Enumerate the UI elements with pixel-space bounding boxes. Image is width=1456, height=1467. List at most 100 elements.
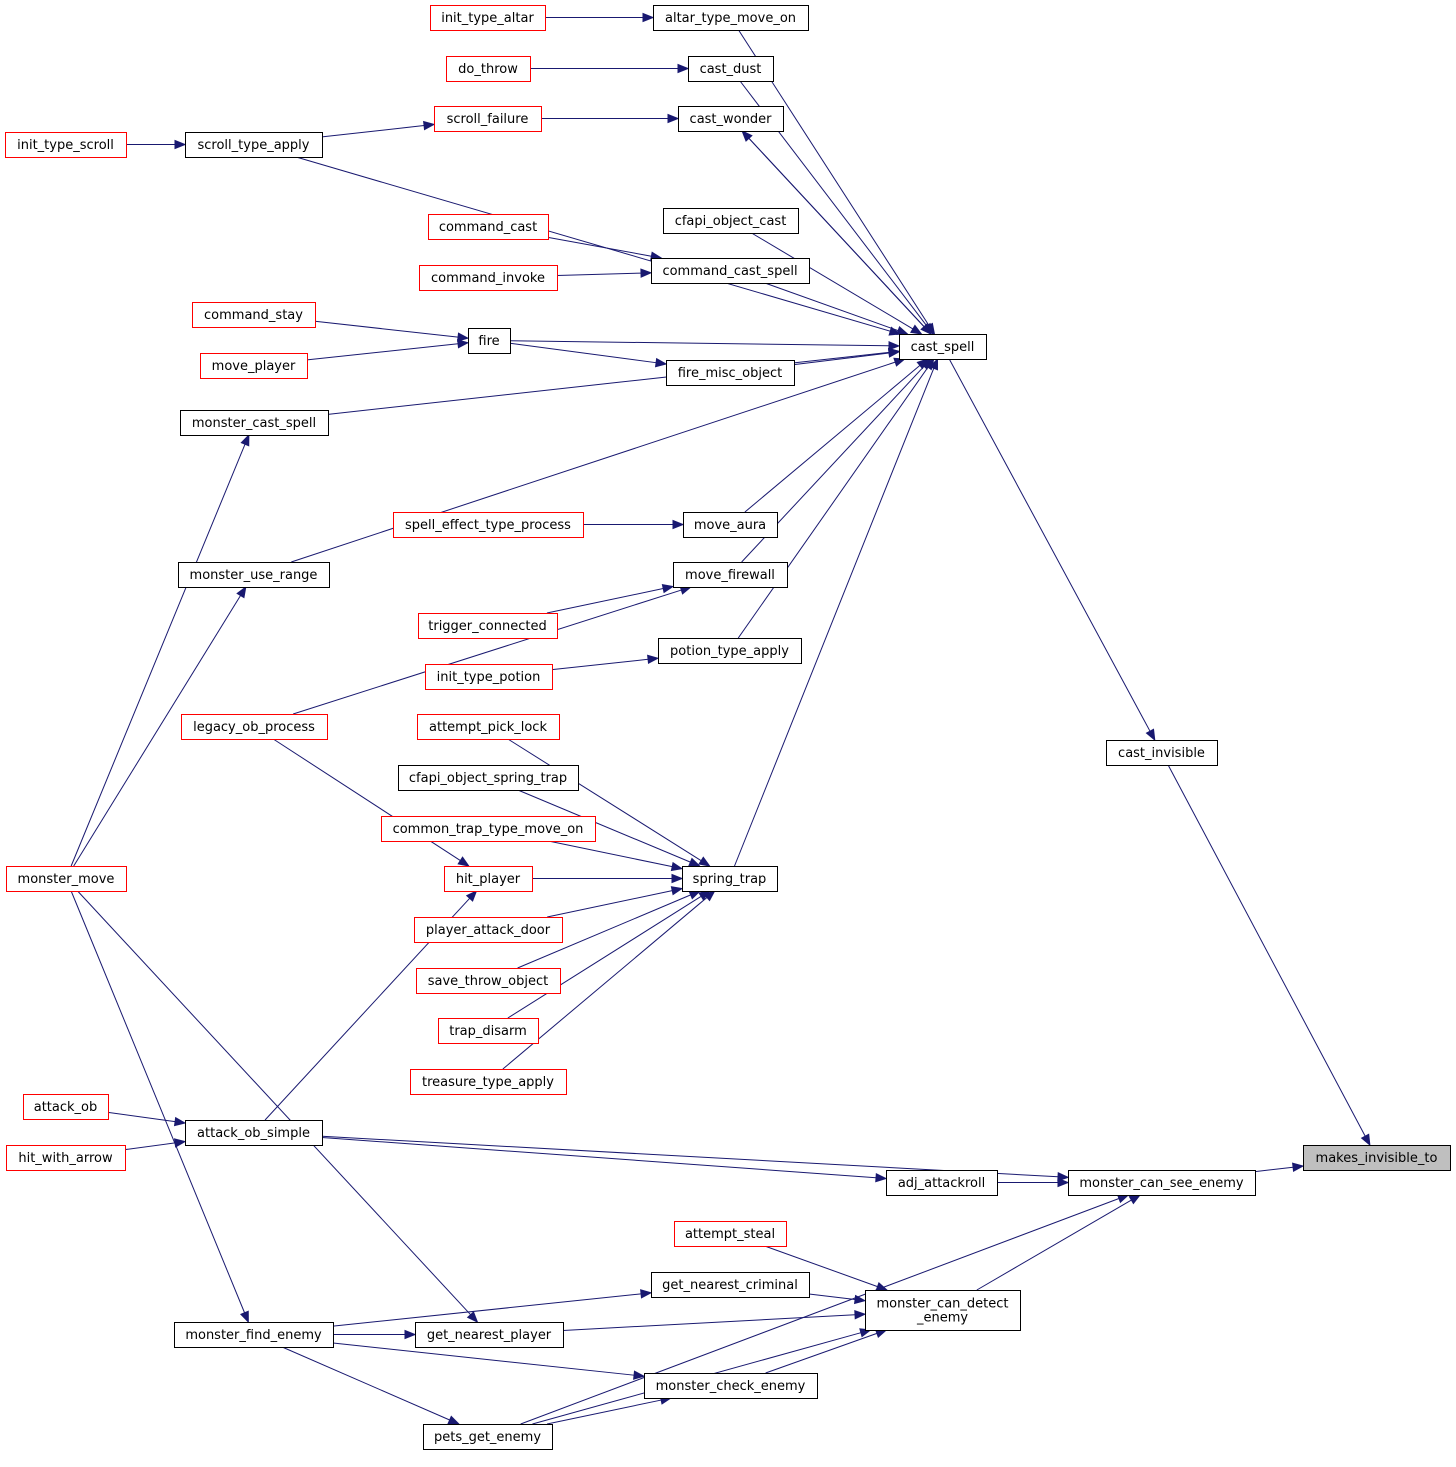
edge-line: [808, 1293, 856, 1301]
node-box: [688, 56, 774, 82]
node-monster-check-enemy[interactable]: monster_check_enemy: [644, 1373, 818, 1399]
node-label: attack_ob: [34, 1100, 98, 1115]
node-hit-player[interactable]: hit_player: [444, 866, 533, 892]
arrowhead: [854, 1294, 867, 1305]
node-pets-get-enemy[interactable]: pets_get_enemy: [423, 1424, 553, 1450]
node-scroll-failure[interactable]: scroll_failure: [434, 106, 542, 132]
node-monster-find-enemy[interactable]: monster_find_enemy: [174, 1322, 334, 1348]
node-trigger-connected[interactable]: trigger_connected: [418, 613, 558, 639]
edge-command_cast-to-command_cast_spell: [547, 236, 663, 261]
arrowhead: [457, 332, 470, 342]
node-spring-trap[interactable]: spring_trap: [682, 866, 778, 892]
node-cfapi-object-cast[interactable]: cfapi_object_cast: [663, 208, 799, 234]
node-label: monster_find_enemy: [185, 1328, 322, 1343]
arrowhead: [677, 63, 690, 74]
edge-init_type_potion-to-potion_type_apply: [551, 654, 660, 671]
edge-line: [748, 137, 932, 335]
arrowhead: [173, 1116, 187, 1127]
node-player-attack-door[interactable]: player_attack_door: [414, 917, 563, 943]
node-do-throw[interactable]: do_throw: [446, 56, 531, 82]
node-move-aura[interactable]: move_aura: [683, 512, 778, 538]
node-box: [381, 816, 596, 842]
node-move-firewall[interactable]: move_firewall: [673, 562, 788, 588]
node-monster-move[interactable]: monster_move: [6, 866, 127, 892]
node-monster-cast-spell[interactable]: monster_cast_spell: [180, 410, 329, 436]
node-command-cast[interactable]: command_cast: [428, 214, 549, 240]
node-cast-spell[interactable]: cast_spell: [899, 334, 987, 360]
node-command-invoke[interactable]: command_invoke: [419, 265, 558, 291]
arrowhead: [888, 347, 901, 358]
node-init-type-altar[interactable]: init_type_altar: [430, 5, 546, 31]
edge-monster_find_enemy-to-get_nearest_player: [333, 1329, 417, 1340]
arrowhead: [896, 326, 909, 335]
node-common-trap-type-move-on[interactable]: common_trap_type_move_on: [381, 816, 596, 842]
edge-line: [517, 789, 691, 863]
node-monster-use-range[interactable]: monster_use_range: [178, 562, 330, 588]
node-command-cast-spell[interactable]: command_cast_spell: [651, 258, 810, 284]
node-init-type-potion[interactable]: init_type_potion: [425, 664, 553, 690]
node-cast-dust[interactable]: cast_dust: [688, 56, 774, 82]
node-cfapi-object-spring-trap[interactable]: cfapi_object_spring_trap: [398, 765, 579, 791]
edge-command_invoke-to-command_cast_spell: [556, 268, 653, 278]
edge-monster_move-to-monster_cast_spell: [70, 433, 250, 867]
arrowhead: [640, 268, 653, 278]
edge-line: [734, 368, 935, 867]
node-spell-effect-type-process[interactable]: spell_effect_type_process: [393, 512, 584, 538]
node-trap-disarm[interactable]: trap_disarm: [438, 1018, 539, 1044]
node-label: fire: [478, 334, 499, 349]
edge-line: [291, 361, 896, 563]
node-init-type-scroll[interactable]: init_type_scroll: [5, 132, 127, 158]
node-box: [6, 1145, 126, 1171]
edge-line: [332, 1293, 642, 1327]
node-box: [23, 1094, 109, 1120]
node-adj-attackroll[interactable]: adj_attackroll: [886, 1170, 998, 1196]
node-get-nearest-player[interactable]: get_nearest_player: [415, 1322, 564, 1348]
node-label: makes_invisible_to: [1316, 1151, 1438, 1166]
node-label: player_attack_door: [426, 923, 551, 938]
node-attempt-pick-lock[interactable]: attempt_pick_lock: [417, 714, 560, 740]
edge-line: [314, 320, 459, 338]
edge-line: [751, 232, 914, 330]
edge-line: [520, 1198, 1120, 1425]
node-fire-misc-object[interactable]: fire_misc_object: [666, 360, 795, 386]
edge-line: [976, 1199, 1132, 1291]
arrowhead: [688, 890, 702, 900]
node-box: [428, 214, 549, 240]
node-label: cast_invisible: [1118, 746, 1205, 761]
node-scroll-type-apply[interactable]: scroll_type_apply: [185, 132, 323, 158]
node-box: [446, 56, 531, 82]
node-box: [674, 1221, 787, 1247]
node-monster-can-see-enemy[interactable]: monster_can_see_enemy: [1068, 1170, 1256, 1196]
node-potion-type-apply[interactable]: potion_type_apply: [658, 638, 802, 664]
node-cast-invisible[interactable]: cast_invisible: [1106, 740, 1218, 766]
node-attempt-steal[interactable]: attempt_steal: [674, 1221, 787, 1247]
node-altar-type-move-on[interactable]: altar_type_move_on: [653, 5, 809, 31]
node-cast-wonder[interactable]: cast_wonder: [678, 106, 784, 132]
node-box: [414, 917, 563, 943]
node-treasure-type-apply[interactable]: treasure_type_apply: [410, 1069, 567, 1095]
node-get-nearest-criminal[interactable]: get_nearest_criminal: [651, 1272, 810, 1298]
node-label: spring_trap: [693, 872, 767, 887]
node-label: move_player: [212, 359, 296, 374]
node-makes-invisible-to[interactable]: makes_invisible_to: [1303, 1145, 1451, 1171]
node-label: legacy_ob_process: [193, 720, 315, 735]
node-box: [1068, 1170, 1256, 1196]
edge-cast_spell-to-cast_wonder: [741, 130, 932, 335]
node-move-player[interactable]: move_player: [200, 353, 308, 379]
node-monster-can-detect-enemy[interactable]: monster_can_detect_enemy: [865, 1290, 1021, 1331]
edge-line: [281, 1346, 450, 1421]
node-box: [1303, 1145, 1451, 1171]
arrowhead: [1128, 1194, 1142, 1205]
node-save-throw-object[interactable]: save_throw_object: [416, 968, 561, 994]
arrowhead: [236, 585, 247, 599]
node-command-stay[interactable]: command_stay: [192, 302, 316, 328]
node-hit-with-arrow[interactable]: hit_with_arrow: [6, 1145, 126, 1171]
node-attack-ob-simple[interactable]: attack_ob_simple: [185, 1120, 323, 1146]
node-legacy-ob-process[interactable]: legacy_ob_process: [181, 714, 328, 740]
node-fire[interactable]: fire: [468, 328, 511, 354]
arrowhead: [661, 584, 675, 594]
node-attack-ob[interactable]: attack_ob: [23, 1094, 109, 1120]
arrowhead: [642, 12, 655, 23]
node-box: [200, 353, 308, 379]
edge-monster_check_enemy-to-monster_can_detect_enemy: [765, 1329, 888, 1374]
